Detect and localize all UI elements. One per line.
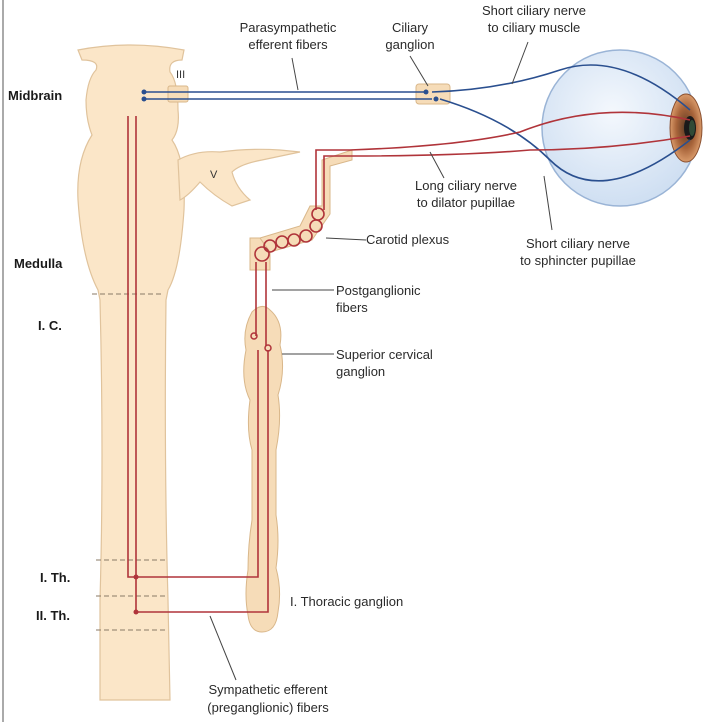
neuron-dot-scg1	[250, 332, 258, 340]
label-medulla: Medulla	[14, 256, 63, 271]
label-short-ciliary-sphincter-2: to sphincter pupillae	[520, 253, 636, 268]
label-long-ciliary-1: Long ciliary nerve	[415, 178, 517, 193]
label-cn-iii: III	[176, 69, 185, 81]
brainstem-spinal-cord	[77, 44, 185, 701]
leader-sympathetic	[209, 615, 237, 681]
long-ciliary-fiber-b	[323, 135, 691, 210]
neuron-dot-scg2	[264, 344, 272, 352]
label-sympathetic-2: (preganglionic) fibers	[207, 700, 329, 715]
oculomotor-root-box	[167, 85, 189, 103]
label-midbrain: Midbrain	[8, 88, 62, 103]
leader-parasympathetic	[291, 57, 299, 91]
neuron-dot-par2	[141, 96, 147, 102]
trigeminal-nerve-v	[177, 148, 301, 207]
leader-ciliary-ganglion	[409, 55, 429, 87]
leader-carotid-plexus	[325, 237, 367, 241]
carotid-plexus-loops	[254, 207, 325, 262]
label-parasympathetic-2: efferent fibers	[248, 37, 328, 52]
neuron-dot-cg1	[423, 89, 429, 95]
label-short-ciliary-muscle-2: to ciliary muscle	[488, 20, 580, 35]
label-ciliary-ganglion-2: ganglion	[385, 37, 434, 52]
short-ciliary-to-ciliary-muscle	[431, 64, 691, 111]
label-postganglionic-2: fibers	[336, 300, 368, 315]
label-superior-cervical-1: Superior cervical	[336, 347, 433, 362]
leader-short-ciliary-sphincter	[543, 175, 553, 231]
label-thoracic-ganglion: I. Thoracic ganglion	[290, 594, 403, 609]
label-short-ciliary-sphincter-1: Short ciliary nerve	[526, 236, 630, 251]
carotid-artery	[259, 149, 353, 253]
sympathetic-chain	[243, 306, 284, 633]
leader-short-ciliary-muscle	[511, 41, 529, 85]
label-ic: I. C.	[38, 318, 62, 333]
label-superior-cervical-2: ganglion	[336, 364, 385, 379]
neuron-dot-iith	[133, 609, 139, 615]
pupil-highlight	[689, 120, 695, 136]
label-short-ciliary-muscle-1: Short ciliary nerve	[482, 3, 586, 18]
neuron-dot-ith	[133, 574, 139, 580]
long-ciliary-fiber-a	[315, 111, 691, 210]
label-sympathetic-1: Sympathetic efferent	[209, 682, 328, 697]
label-cn-v: V	[210, 169, 218, 181]
label-ith: I. Th.	[40, 570, 70, 585]
sympathetic-preganglionic-2	[135, 116, 269, 613]
label-postganglionic-1: Postganglionic	[336, 283, 421, 298]
label-carotid-plexus: Carotid plexus	[366, 232, 450, 247]
label-parasympathetic-1: Parasympathetic	[240, 20, 337, 35]
short-ciliary-to-sphincter	[439, 98, 691, 182]
neuron-dot-par1	[141, 89, 147, 95]
neuron-dot-cg2	[433, 96, 439, 102]
label-ciliary-ganglion-1: Ciliary	[392, 20, 429, 35]
label-iith: II. Th.	[36, 608, 70, 623]
label-long-ciliary-2: to dilator pupillae	[417, 195, 515, 210]
leader-long-ciliary	[429, 151, 445, 179]
